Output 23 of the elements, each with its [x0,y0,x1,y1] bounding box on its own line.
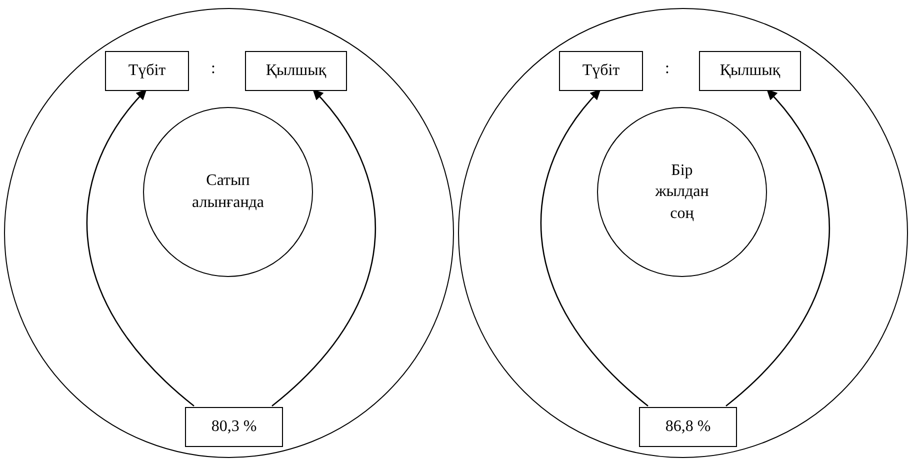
inner-circle [597,107,767,277]
node-text: Түбіт [128,61,166,82]
ratio-colon: : [665,60,670,78]
outer-circle [458,8,908,458]
text-box [105,51,189,91]
node-text: Бір жылдан соң [654,160,710,224]
text-box [185,407,283,447]
node-text: Сатып алынғанда [190,171,265,213]
text-box [699,51,801,91]
ratio-colon: : [211,60,216,78]
curved-arrow [540,89,648,406]
inner-circle [143,107,313,277]
node-text: Қылшық [266,61,326,82]
text-box [639,407,737,447]
curved-arrow [86,89,194,406]
text-box [559,51,643,91]
node-text: Түбіт [582,61,620,82]
curved-arrow [726,89,830,406]
node-text: 80,3 % [211,417,257,438]
node-text: 86,8 % [665,417,711,438]
text-box [245,51,347,91]
node-text: Қылшық [720,61,780,82]
curved-arrow [272,89,376,406]
